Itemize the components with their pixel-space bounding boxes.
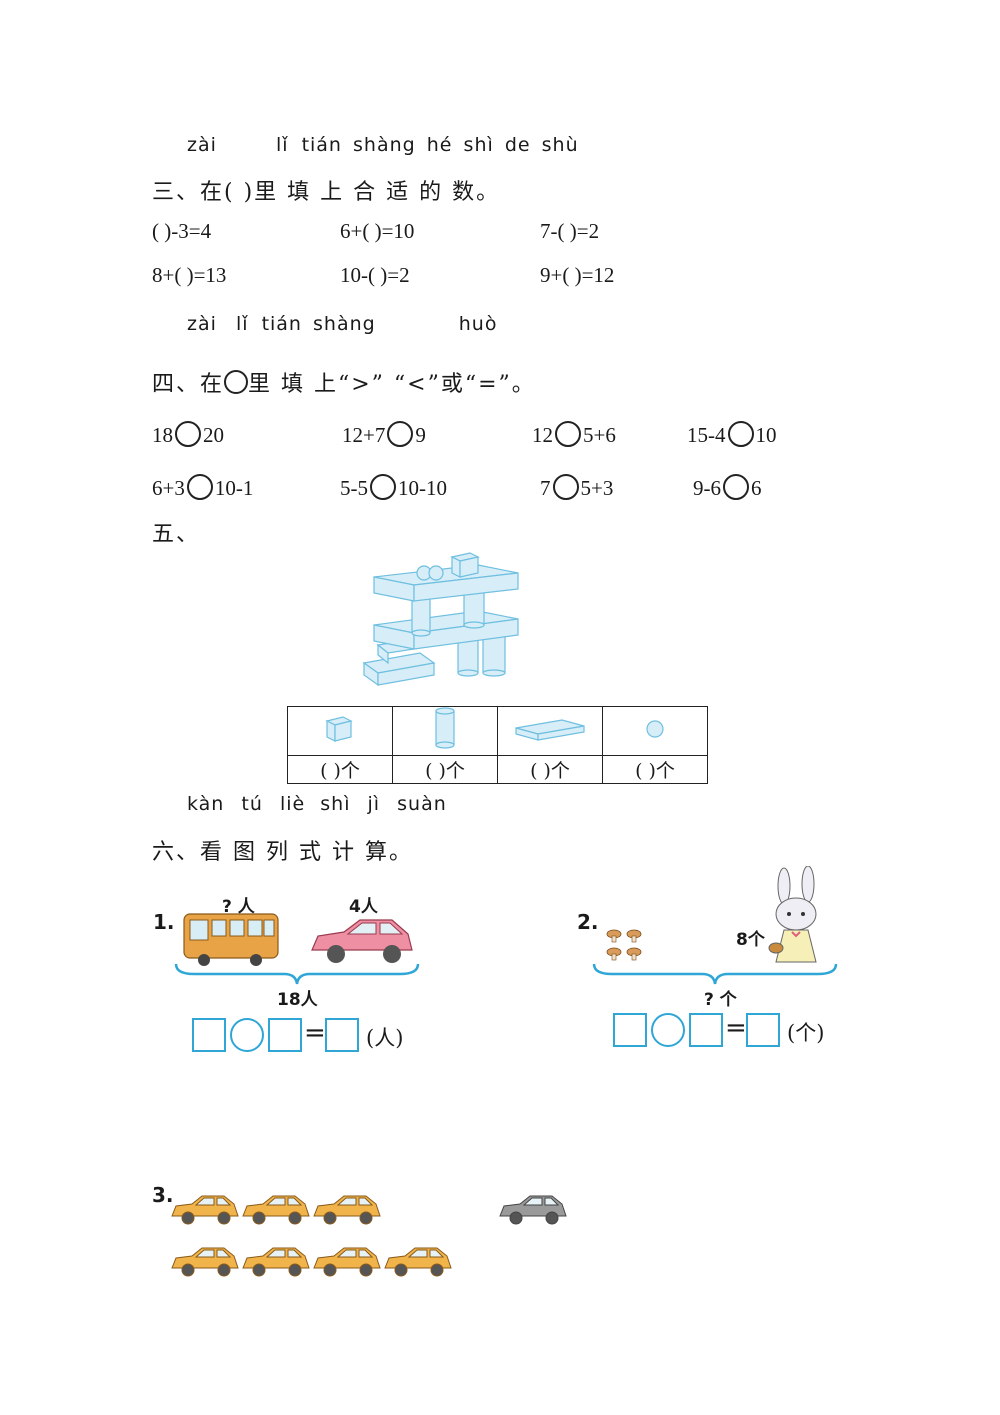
pinyin-word: lǐ [275,134,289,156]
yellow-car-icon [384,1247,452,1277]
compare-circle[interactable] [555,421,581,447]
total-brace [592,963,838,985]
fill-blank-equation: 7-( )=2 [540,219,600,243]
pinyin-word: lǐ [235,313,249,335]
answer-box[interactable] [746,1013,780,1047]
gray-car-icon [499,1195,567,1225]
total-brace [174,963,420,985]
yellow-car-icon [171,1195,239,1225]
pinyin-word: zài [187,134,217,156]
problem-number: 1. [153,910,175,934]
pinyin-word: jì [367,793,381,815]
answer-box[interactable] [689,1013,723,1047]
yellow-car-icon [313,1195,381,1225]
rabbit-count-label: 8个 [736,930,765,950]
fill-blank-equation: 10-( )=2 [340,263,410,287]
shape-cell [602,706,708,756]
circle-icon [224,370,249,394]
block-structure-illustration [362,552,519,687]
rabbit-illustration [768,866,817,963]
title-text: 四、在 [152,372,225,397]
operator-circle[interactable] [651,1013,685,1047]
pinyin-word: de [504,134,531,156]
problem-number: 2. [577,910,599,934]
shape-count-table: ( )个 ( )个 ( )个 ( )个 [287,706,708,784]
car-count-label: 4人 [349,897,378,917]
pinyin-word: tú [241,793,263,815]
pinyin-word: shù [541,134,579,156]
shape-cell [392,706,498,756]
section4-pinyin: zài lǐ tián shàng huò [187,313,497,335]
bus-illustration [183,913,279,966]
pinyin-word: tián [301,134,342,156]
section6-title: 六、看 图 列 式 计 算。 [152,840,413,865]
problem-number: 3. [152,1183,174,1207]
operator-circle[interactable] [230,1018,264,1052]
unit-label: (个) [787,1021,825,1045]
car-illustration [311,919,413,963]
section5-title: 五、 [152,522,201,547]
cube-icon [325,716,353,742]
compare-circle[interactable] [723,474,749,500]
answer-box[interactable] [192,1018,226,1052]
count-cell[interactable]: ( )个 [392,755,498,784]
yellow-car-icon [242,1247,310,1277]
shape-cell [287,706,393,756]
sphere-icon [646,720,664,738]
total-label: 18人 [277,990,318,1010]
count-cell[interactable]: ( )个 [497,755,603,784]
pinyin-word: huò [458,313,498,335]
pinyin-word: suàn [397,793,447,815]
section6-pinyin: kàn tú liè shì jì suàn [187,793,447,815]
fill-blank-equation: ( )-3=4 [152,219,212,243]
compare-circle[interactable] [552,474,579,500]
pinyin-word: hé [426,134,453,156]
fill-blank-equation: 8+( )=13 [152,263,227,287]
section3-pinyin: zài lǐ tián shàng hé shì de shù [187,134,579,156]
title-text: 里 填 上“>” “<”或“=”。 [248,372,536,397]
pinyin-word: shì [463,134,494,156]
answer-box[interactable] [268,1018,302,1052]
pinyin-word: shàng [313,313,376,335]
cylinder-icon [435,707,455,749]
compare-circle[interactable] [370,474,396,500]
compare-circle[interactable] [387,421,414,447]
fill-blank-equation: 6+( )=10 [340,219,415,243]
yellow-car-icon [313,1247,381,1277]
equals-sign: = [725,1013,747,1043]
pinyin-word: liè [279,793,306,815]
section3-title: 三、在( )里 填 上 合 适 的 数。 [152,180,501,205]
pinyin-word: zài [187,313,217,335]
section4-title: 四、在里 填 上“>” “<”或“=”。 [152,366,536,398]
compare-circle[interactable] [186,474,213,500]
yellow-car-icon [171,1247,239,1277]
mushrooms-illustration [606,929,642,961]
compare-circle[interactable] [175,421,201,447]
compare-circle[interactable] [727,421,754,447]
count-cell[interactable]: ( )个 [287,755,393,784]
total-label: ? 个 [704,990,737,1010]
pinyin-word: shì [320,793,351,815]
pinyin-word: tián [261,313,302,335]
cuboid-icon [515,719,585,741]
pinyin-word: kàn [187,793,225,815]
equals-sign: = [304,1018,326,1048]
pinyin-word: shàng [353,134,416,156]
count-cell[interactable]: ( )个 [602,755,708,784]
shape-cell [497,706,603,756]
unit-label: (人) [366,1026,404,1050]
yellow-car-icon [242,1195,310,1225]
bus-count-label: ? 人 [222,897,255,917]
answer-box[interactable] [325,1018,359,1052]
answer-box[interactable] [613,1013,647,1047]
fill-blank-equation: 9+( )=12 [540,263,615,287]
